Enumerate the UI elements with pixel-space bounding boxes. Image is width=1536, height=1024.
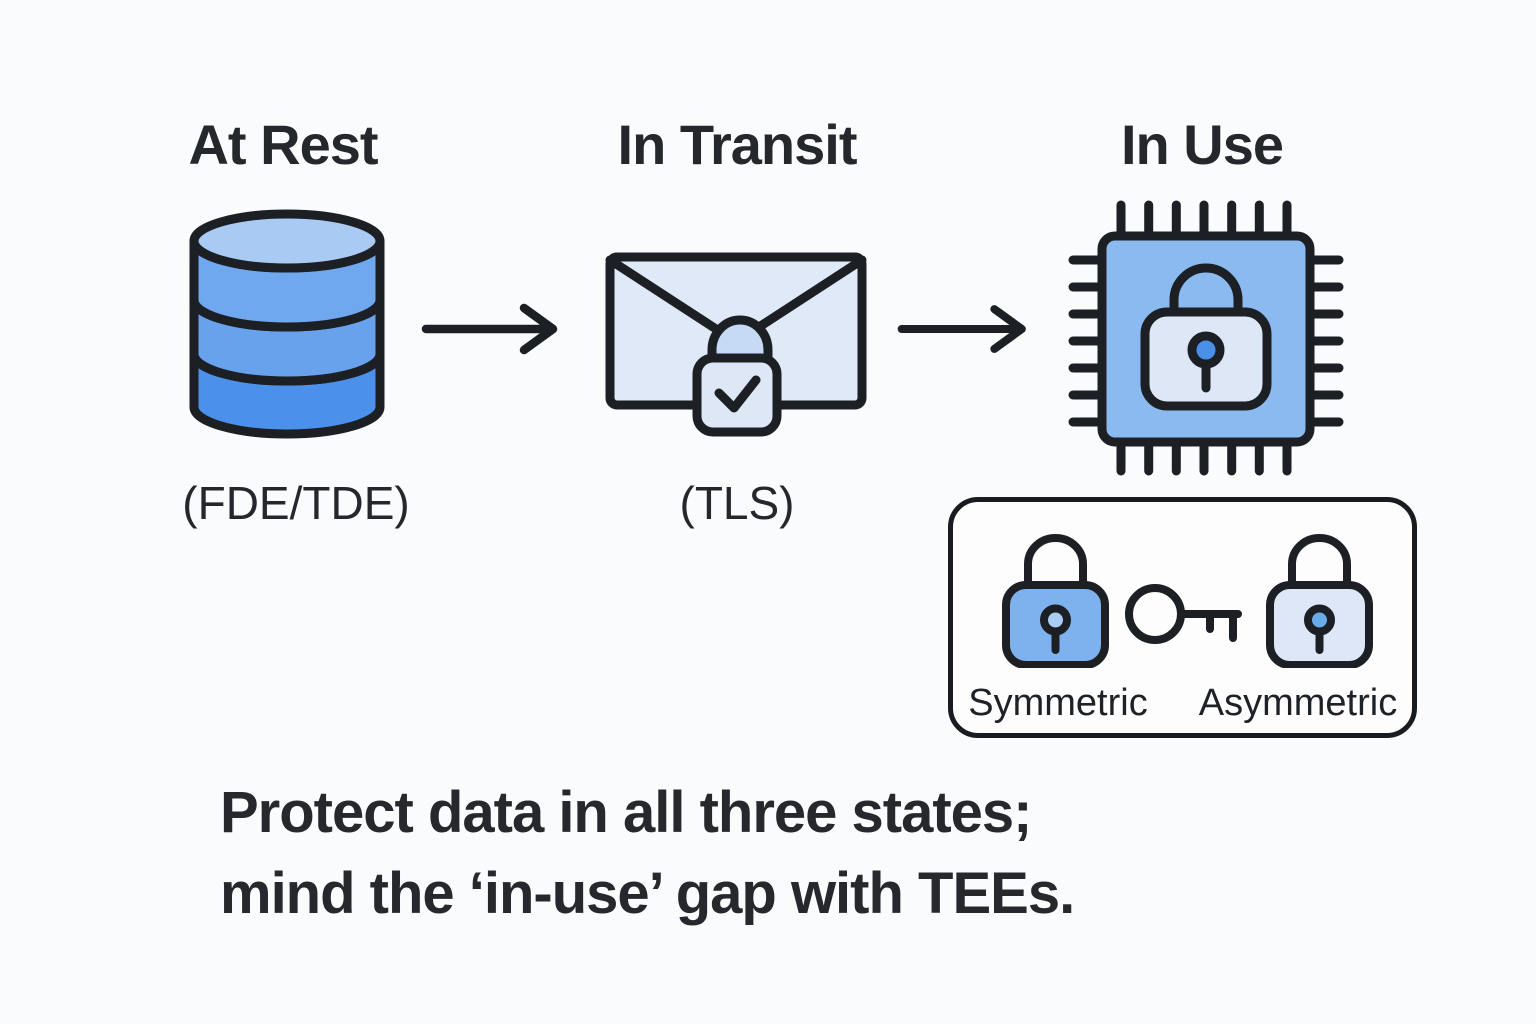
title-in-use: In Use <box>1120 113 1284 176</box>
chip-pins-left <box>1068 255 1107 427</box>
envelope-lock-icon <box>605 252 867 437</box>
label-symmetric: Symmetric <box>968 682 1148 724</box>
lock-shackle <box>1288 534 1351 594</box>
caption-line-1: Protect data in all three states; <box>220 780 1032 845</box>
chip-pins-top <box>1116 200 1292 239</box>
lock-asymmetric-icon <box>1266 534 1373 668</box>
arrow-right-icon <box>897 305 1026 353</box>
chip-pins-bottom <box>1116 437 1292 476</box>
label-tls: (TLS) <box>679 477 795 529</box>
arrow-right-icon <box>421 303 558 355</box>
lock-symmetric-icon <box>1002 534 1109 668</box>
arrow-shaft <box>421 303 558 355</box>
key-types-box: Symmetric Asymmetric <box>948 497 1417 738</box>
key-icon <box>1125 584 1242 644</box>
checkmark-icon <box>714 375 761 413</box>
title-at-rest: At Rest <box>188 113 378 176</box>
caption: Protect data in all three states; mind t… <box>220 772 1075 934</box>
label-asymmetric: Asymmetric <box>1198 682 1398 724</box>
lock-shackle <box>1169 263 1243 325</box>
arrow-shaft <box>897 305 1026 353</box>
chip-lock-icon <box>1068 200 1344 476</box>
key-head <box>1125 584 1185 644</box>
lock-shackle <box>1024 534 1087 594</box>
database-icon <box>189 209 385 439</box>
database-top-ellipse <box>189 209 385 273</box>
lock-body <box>692 353 782 437</box>
key-shaft <box>1177 610 1242 642</box>
label-fde-tde: (FDE/TDE) <box>182 477 410 529</box>
caption-line-2: mind the ‘in-use’ gap with TEEs. <box>220 861 1075 926</box>
chip-pins-right <box>1305 255 1344 427</box>
title-in-transit: In Transit <box>617 113 858 176</box>
